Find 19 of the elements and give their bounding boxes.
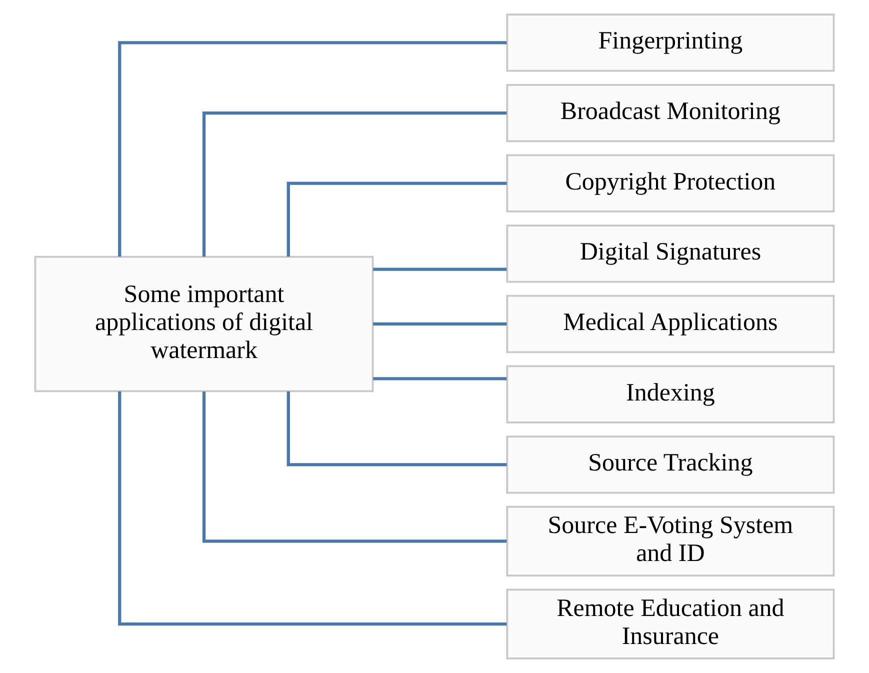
connector — [286, 391, 507, 466]
connector — [286, 182, 507, 257]
node-box: Indexing — [506, 365, 835, 424]
connector — [373, 268, 507, 271]
node-box: Some important applications of digital watermark — [34, 256, 374, 392]
node-box: Medical Applications — [506, 294, 835, 354]
connector — [118, 41, 507, 257]
node-box: Copyright Protection — [506, 154, 835, 212]
connector — [202, 111, 507, 257]
connector — [202, 392, 507, 543]
connector — [373, 322, 507, 326]
node-box: Source E-Voting System and ID — [506, 506, 835, 577]
node-box: Broadcast Monitoring — [506, 84, 835, 142]
connector — [373, 377, 507, 380]
connector — [118, 391, 507, 626]
node-box: Remote Education and Insurance — [506, 588, 835, 660]
node-box: Fingerprinting — [506, 14, 835, 72]
node-box: Source Tracking — [506, 436, 835, 494]
node-box: Digital Signatures — [506, 224, 835, 283]
